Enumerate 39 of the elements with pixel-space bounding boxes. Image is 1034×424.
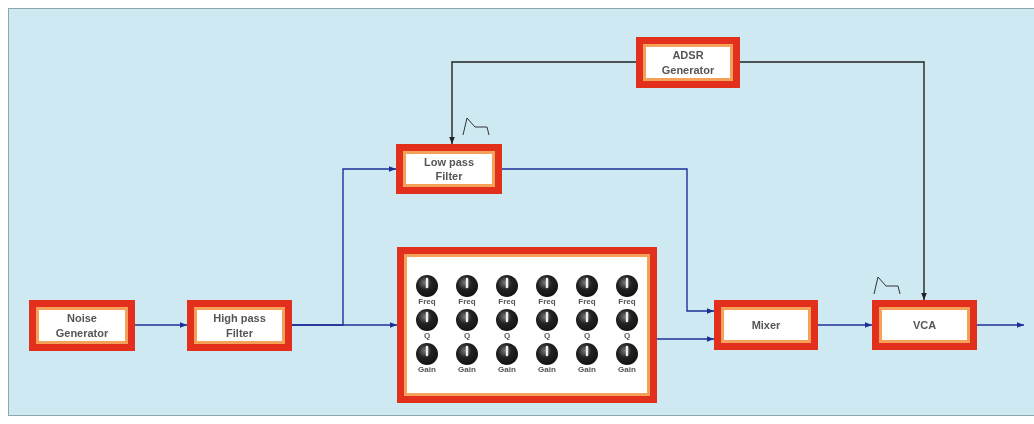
equalizer-panel <box>397 247 657 403</box>
arrow <box>501 168 715 314</box>
arrow <box>134 322 188 328</box>
knob-label: Freq <box>418 298 436 308</box>
knob-label: Freq <box>578 298 596 308</box>
knob-label: Gain <box>418 365 436 375</box>
process-box <box>714 300 818 350</box>
knob-label: Freq <box>458 298 476 308</box>
process-box <box>187 300 292 351</box>
knob-label: Freq <box>498 298 516 308</box>
knob-label: Gain <box>458 365 476 375</box>
box-label: ADSR Generator <box>660 48 716 77</box>
knob-label: Q <box>423 332 431 341</box>
arrow <box>739 61 927 301</box>
knob-label: Gain <box>578 365 596 375</box>
knob-label: Q <box>623 332 631 341</box>
box-label: High pass Filter <box>212 311 267 340</box>
knob-label: Q <box>583 332 591 341</box>
knob-label: Gain <box>618 365 636 375</box>
knob-label: Q <box>463 332 471 341</box>
process-box <box>872 300 977 350</box>
process-box <box>636 37 740 88</box>
arrow <box>976 322 1025 328</box>
process-box <box>29 300 135 351</box>
box-label: Low pass Filter <box>422 154 476 184</box>
arrow <box>291 322 398 328</box>
process-box <box>396 144 502 194</box>
knob-label: Q <box>543 332 551 341</box>
arrow <box>817 322 873 328</box>
knob-label: Gain <box>498 365 516 375</box>
arrow <box>449 61 637 145</box>
knob-label: Gain <box>538 365 556 375</box>
box-label: Noise Generator <box>54 311 110 340</box>
arrow <box>656 336 715 342</box>
knob-label: Q <box>503 332 511 341</box>
box-label: VCA <box>911 317 938 333</box>
box-label: Mixer <box>750 317 782 333</box>
knob-label: Freq <box>618 298 636 308</box>
knob-label: Freq <box>538 298 556 308</box>
